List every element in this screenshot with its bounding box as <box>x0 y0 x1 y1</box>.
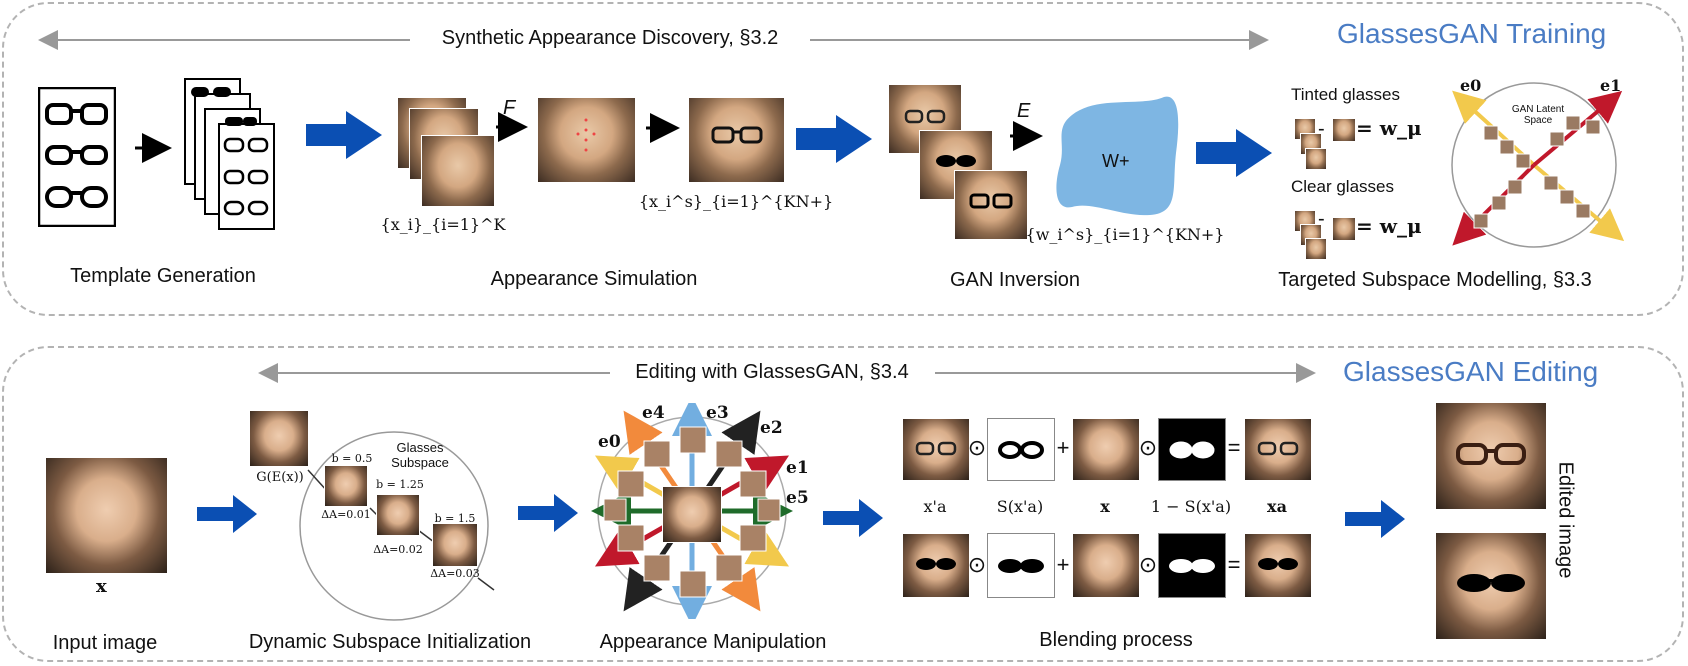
template-card <box>38 87 116 227</box>
caption-x: x <box>1100 497 1110 516</box>
training-title: GlassesGAN Training <box>1337 18 1607 49</box>
face-with-glasses <box>954 170 1028 240</box>
face-image-landmarks <box>537 97 636 183</box>
face-image <box>432 523 478 567</box>
equals-op: = <box>1227 435 1241 460</box>
f-label: F <box>503 97 516 119</box>
editing-panel <box>2 346 1684 662</box>
face-image <box>324 465 368 507</box>
template-stack <box>184 78 275 230</box>
sunglasses-mask <box>987 533 1055 598</box>
latent-label: GAN Latent Space <box>1511 104 1565 126</box>
direction-e5: e5 <box>786 488 809 508</box>
latent-space-diagram <box>1451 82 1625 248</box>
face-thumb <box>1305 148 1327 170</box>
blend-face-result <box>1244 418 1312 481</box>
odot-op: ⊙ <box>967 552 987 577</box>
stage-input-label: Input image <box>52 632 158 654</box>
w-mu-1: = w_μ <box>1356 116 1422 140</box>
stage-subspace-label: Targeted Subspace Modelling, §3.3 <box>1278 269 1592 291</box>
math-xi: {x_i}_{i=1}^K <box>380 215 506 234</box>
blend-face-input <box>1072 533 1140 598</box>
b-value: b = 0.5 <box>331 452 373 465</box>
input-face-image <box>45 457 168 574</box>
odot-op: ⊙ <box>1138 435 1158 460</box>
caption-mask: S(x'a) <box>996 497 1044 516</box>
editing-title: GlassesGAN Editing <box>1343 356 1599 387</box>
edited-face-glasses <box>1435 402 1547 510</box>
inverse-mask <box>1158 418 1226 481</box>
edited-face-sunglasses <box>1435 532 1547 640</box>
e1-label: e1 <box>1600 76 1622 95</box>
stage-edited-label: Edited image <box>1554 461 1577 579</box>
odot-op: ⊙ <box>967 435 987 460</box>
stage-inversion-label: GAN Inversion <box>949 269 1081 291</box>
training-panel <box>2 2 1684 316</box>
equals-op: = <box>1227 552 1241 577</box>
face-thumb <box>1332 217 1356 241</box>
e-label: E <box>1017 100 1031 122</box>
b-value: b = 1.5 <box>434 512 476 525</box>
w-mu-2: = w_μ <box>1356 214 1422 238</box>
stage-blending-label: Blending process <box>1039 629 1193 651</box>
center-face-image <box>662 486 722 543</box>
face-with-glasses <box>688 97 785 183</box>
editing-header: Editing with GlassesGAN, §3.4 <box>623 361 921 384</box>
face-image <box>421 135 495 207</box>
face-image <box>376 494 420 536</box>
blend-face-sunglasses <box>902 533 970 598</box>
minus-sign: - <box>1318 208 1325 230</box>
blend-face-input <box>1072 418 1140 481</box>
stage-simulation-label: Appearance Simulation <box>490 268 698 290</box>
face-thumb <box>1305 238 1327 260</box>
math-xs: {x_i^s}_{i=1}^{KN+} <box>638 192 834 211</box>
b-value: b = 1.25 <box>376 478 424 491</box>
blend-face-glasses <box>902 418 970 481</box>
caption-inverse-mask: 1 − S(x'a) <box>1150 497 1232 516</box>
stage-template-label: Template Generation <box>70 265 256 287</box>
blend-face-result <box>1244 533 1312 598</box>
glasses-mask <box>987 418 1055 481</box>
math-ws: {w_i^s}_{i=1}^{KN+} <box>1025 225 1225 244</box>
clear-label: Clear glasses <box>1291 177 1394 196</box>
delta-value: ΔA=0.01 <box>321 508 371 521</box>
plus-op: + <box>1056 435 1070 460</box>
e0-label: e0 <box>1460 76 1482 95</box>
face-image <box>249 410 309 467</box>
stage-manipulation-label: Appearance Manipulation <box>599 631 827 653</box>
subspace-label: Glasses Subspace <box>391 440 449 470</box>
direction-e4: e4 <box>642 403 665 423</box>
plus-op: + <box>1056 552 1070 577</box>
blue-arrows <box>197 111 1405 538</box>
delta-value: ΔA=0.02 <box>373 543 423 556</box>
stage-dynamic-label: Dynamic Subspace Initialization <box>248 631 532 653</box>
inverse-sunglasses-mask <box>1158 533 1226 598</box>
blob-label: W+ <box>1102 151 1130 171</box>
glasses-subspace-circle <box>299 431 495 621</box>
input-symbol: x <box>96 576 107 597</box>
direction-e3: e3 <box>706 403 729 423</box>
odot-op: ⊙ <box>1138 552 1158 577</box>
direction-e1: e1 <box>786 458 809 478</box>
tinted-label: Tinted glasses <box>1291 85 1400 104</box>
face-thumb <box>1332 118 1356 142</box>
g-label: G(E(x)) <box>256 470 304 485</box>
direction-e2: e2 <box>760 418 783 438</box>
delta-value: ΔA=0.03 <box>430 567 480 580</box>
direction-e0: e0 <box>598 432 621 452</box>
caption-xa-prime: x'a <box>923 497 947 516</box>
caption-xa: xa <box>1267 497 1287 516</box>
training-header: Synthetic Appearance Discovery, §3.2 <box>429 27 791 50</box>
latent-blob <box>1056 96 1179 216</box>
minus-sign: - <box>1318 118 1325 140</box>
